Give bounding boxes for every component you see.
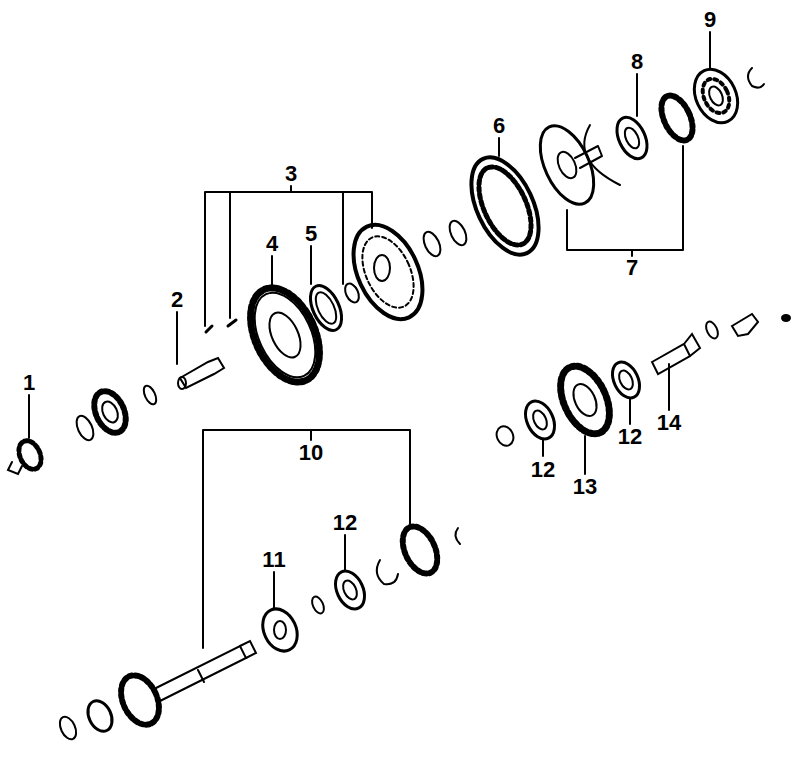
bearing-bore [706, 84, 725, 107]
output-plate-hub [554, 149, 580, 181]
large-gear [237, 277, 334, 393]
idler-shaft [652, 334, 700, 374]
washer [494, 424, 517, 449]
pinion-gear [15, 437, 46, 473]
callout-number: 12 [617, 426, 643, 448]
group-bracket [203, 430, 410, 648]
ring [57, 714, 80, 742]
snap-ring [377, 560, 398, 584]
callout-number: 11 [261, 549, 286, 571]
ring [310, 595, 327, 616]
idler-gear [551, 358, 619, 441]
planet-pinion [374, 255, 390, 281]
group-bracket [567, 146, 683, 256]
bearing-bore [622, 125, 642, 150]
bearing-balls [698, 75, 735, 118]
gear [88, 386, 132, 438]
ring [73, 413, 97, 442]
callout-number: 1 [22, 372, 36, 394]
callout-number: 9 [703, 9, 717, 31]
fork-end [178, 377, 186, 389]
synchro-ring [304, 281, 348, 335]
bearing-race [611, 113, 653, 164]
snap-ring [748, 68, 764, 88]
bearing [607, 358, 645, 403]
planet-carrier [340, 214, 437, 330]
bearing [520, 396, 560, 443]
shift-hub [256, 603, 304, 656]
ball-bearing [686, 62, 746, 130]
snap-ring [584, 125, 620, 185]
ring [420, 229, 444, 258]
callout-number: 8 [630, 51, 644, 73]
callout-number: 14 [656, 412, 682, 434]
pinion-stub [8, 462, 22, 474]
bearing-bore [616, 368, 635, 391]
callout-number: 13 [572, 476, 598, 498]
group-bracket [205, 186, 372, 326]
ring-gear-teeth [468, 159, 542, 253]
output-shaft [575, 146, 602, 168]
lock-plate [732, 314, 758, 336]
ring-gear [458, 147, 553, 265]
callout-number: 12 [530, 459, 556, 481]
large-gear-face [242, 283, 327, 387]
snap-ring [455, 528, 460, 544]
hub-bore [274, 621, 286, 639]
ring [446, 218, 470, 247]
synchro-ring-inner [312, 289, 341, 327]
callout-number: 5 [304, 223, 318, 245]
small-gear [655, 91, 699, 145]
shaft-spline [198, 641, 256, 682]
ring [704, 320, 721, 341]
bolt [782, 315, 790, 321]
drive-gear [396, 521, 444, 579]
large-gear-bore [263, 308, 307, 362]
part-1 [8, 437, 45, 474]
gear-bore [99, 399, 121, 425]
callout-number: 10 [298, 442, 324, 464]
bearing-bore [340, 578, 359, 601]
callout-number: 6 [492, 115, 506, 137]
bearing [330, 566, 370, 613]
leader-line [29, 32, 710, 608]
bearing-bore [530, 408, 549, 431]
carrier-teeth [352, 228, 424, 315]
idler-gear-bore [569, 380, 601, 419]
callout-number: 2 [170, 289, 184, 311]
callout-number: 3 [284, 163, 298, 185]
pin [206, 320, 236, 332]
bearing [83, 697, 116, 735]
callout-number: 4 [265, 233, 279, 255]
callout-number: 7 [625, 257, 639, 279]
ring [141, 384, 159, 406]
callout-number: 12 [332, 512, 358, 534]
input-gear [114, 669, 167, 730]
